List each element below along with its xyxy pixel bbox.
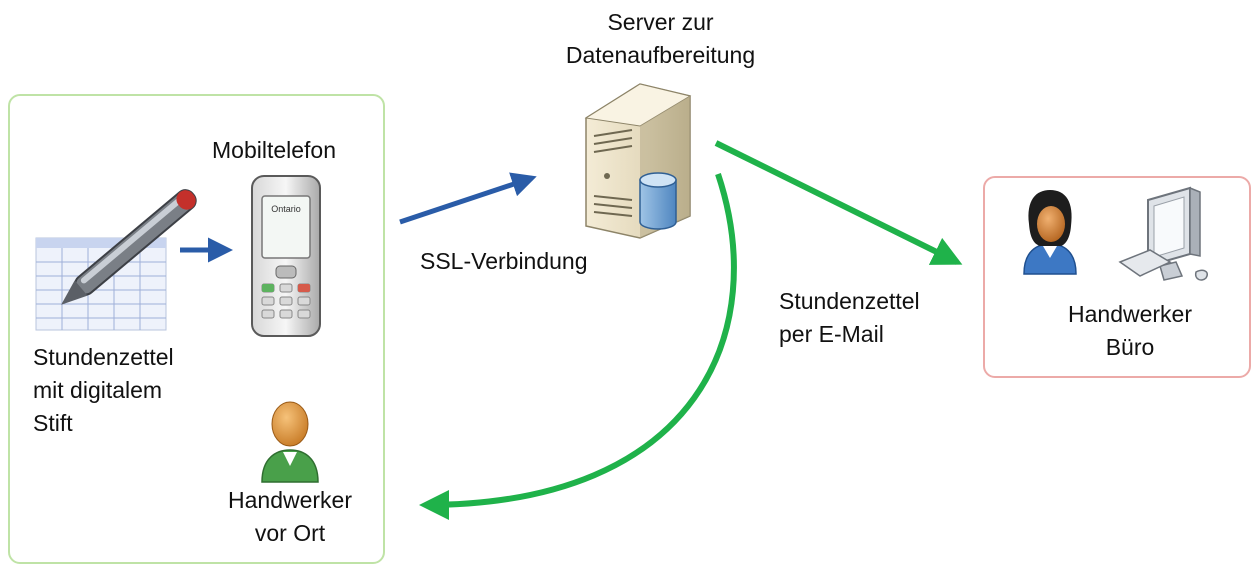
arrow-ssl	[399, 172, 537, 225]
office-label: Handwerker Büro	[1068, 301, 1192, 360]
timesheet-pen-icon	[35, 189, 197, 331]
timesheet-label: Stundenzettel mit digitalem Stift	[33, 344, 174, 436]
field-worker-label: Handwerker vor Ort	[228, 487, 352, 546]
database-icon	[639, 172, 677, 230]
onsite-group-box	[8, 94, 385, 564]
server-label: Server zur Datenaufbereitung	[565, 9, 756, 68]
server-icon	[584, 83, 692, 239]
phone-label: Mobiltelefon	[212, 137, 337, 163]
ssl-connection-label: SSL-Verbindung	[420, 248, 588, 274]
arrow-return	[419, 173, 737, 520]
mobile-phone-icon: Ontario	[251, 175, 321, 337]
computer-icon	[1118, 186, 1208, 281]
person-green-icon	[261, 401, 319, 483]
office-group-box	[983, 176, 1251, 378]
email-delivery-label: Stundenzettel per E-Mail	[779, 288, 920, 347]
phone-brand-text: Ontario	[271, 204, 301, 214]
arrow-email	[714, 140, 963, 265]
person-blue-icon	[1023, 190, 1077, 275]
